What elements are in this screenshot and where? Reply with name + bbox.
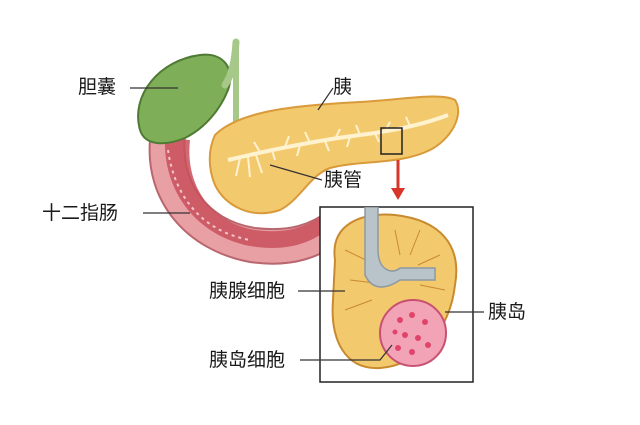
label-duodenum: 十二指肠 <box>42 202 119 224</box>
pancreas <box>208 95 460 215</box>
zoom-detail <box>319 206 474 383</box>
label-acinar-cells: 胰腺细胞 <box>209 280 286 302</box>
label-islet-cells: 胰岛细胞 <box>209 349 286 371</box>
label-pancreas: 胰 <box>333 76 353 98</box>
zoom-source-box <box>380 127 403 155</box>
leader-lines <box>130 87 484 361</box>
label-pancreatic-duct: 胰管 <box>324 169 363 191</box>
gallbladder <box>137 38 240 170</box>
label-gallbladder: 胆囊 <box>78 76 117 98</box>
label-islet: 胰岛 <box>488 301 527 323</box>
zoom-arrow <box>391 160 405 200</box>
